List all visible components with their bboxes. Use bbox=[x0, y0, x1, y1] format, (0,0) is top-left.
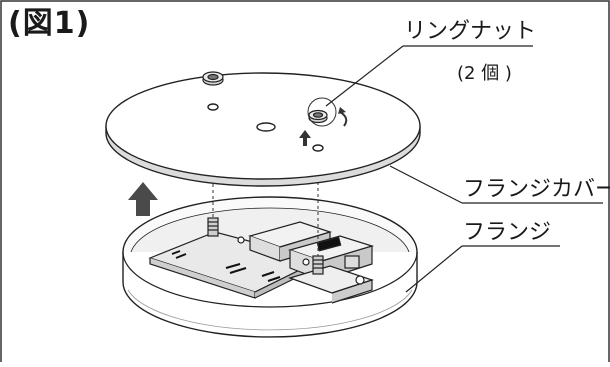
ring-nuts bbox=[202, 71, 337, 127]
small-up-arrow-icon bbox=[299, 130, 311, 146]
terminal-blocks bbox=[148, 221, 375, 304]
leader-lines bbox=[325, 45, 603, 293]
flange-label: フランジ bbox=[463, 220, 552, 245]
ring-nut-label: リングナット bbox=[404, 19, 537, 44]
ring-nut-count-label: (2 個 ) bbox=[457, 63, 512, 84]
figure-title: (図1) bbox=[8, 6, 91, 41]
flange-cover bbox=[105, 72, 421, 187]
flange-cover-label: フランジカバー bbox=[463, 177, 610, 202]
large-up-arrow-icon bbox=[128, 182, 158, 216]
